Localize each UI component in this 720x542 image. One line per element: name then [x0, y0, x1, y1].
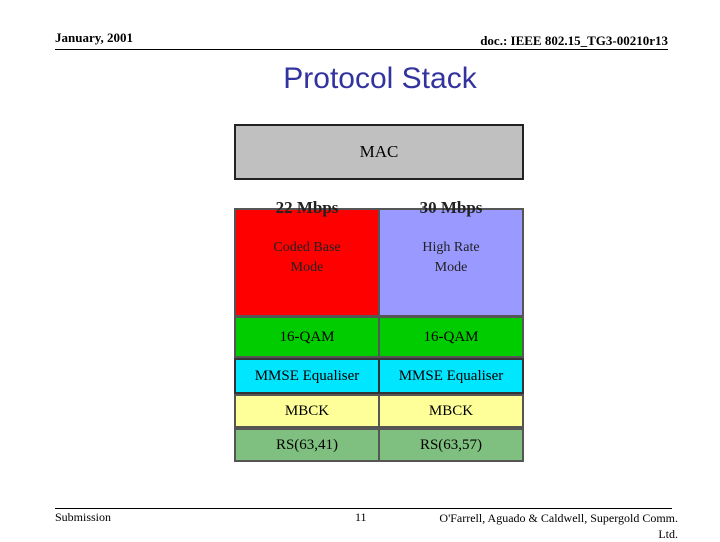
equaliser-left-label: MMSE Equaliser [254, 368, 360, 384]
header-doc-id: doc.: IEEE 802.15_TG3-00210r13 [480, 33, 668, 48]
high-rate-mode-label: High Rate Mode [422, 240, 480, 275]
mac-layer: MAC [234, 124, 524, 180]
rate-30mbps-label: 30 Mbps [419, 198, 483, 217]
footer-divider [55, 508, 672, 509]
modulation-left: 16-QAM [234, 316, 380, 358]
modulation-right: 16-QAM [378, 316, 524, 358]
equaliser-right: MMSE Equaliser [378, 358, 524, 394]
equaliser-left: MMSE Equaliser [234, 358, 380, 394]
coded-base-mode-label: Coded Base Mode [273, 240, 341, 275]
mac-label: MAC [359, 142, 399, 161]
modulation-right-label: 16-QAM [423, 329, 479, 345]
fec-left-label: RS(63,41) [275, 437, 339, 453]
header-divider [55, 49, 668, 50]
coding-right-label: MBCK [428, 403, 474, 419]
coding-right: MBCK [378, 394, 524, 428]
header-date: January, 2001 [55, 30, 134, 45]
fec-right: RS(63,57) [378, 428, 524, 462]
fec-left: RS(63,41) [234, 428, 380, 462]
footer-submission: Submission [55, 510, 112, 524]
rate-22mbps-label: 22 Mbps [275, 198, 339, 217]
high-rate-mode-block: 30 Mbps High Rate Mode [378, 198, 524, 317]
coding-left-label: MBCK [284, 403, 330, 419]
modulation-left-label: 16-QAM [279, 329, 335, 345]
footer-authors: O'Farrell, Aguado & Caldwell, Supergold … [439, 511, 678, 541]
coding-left: MBCK [234, 394, 380, 428]
equaliser-right-label: MMSE Equaliser [398, 368, 504, 384]
coded-base-mode-block: 22 Mbps Coded Base Mode [234, 198, 380, 317]
slide-title: Protocol Stack [283, 62, 477, 95]
fec-right-label: RS(63,57) [419, 437, 483, 453]
page-number: 11 [355, 510, 367, 524]
